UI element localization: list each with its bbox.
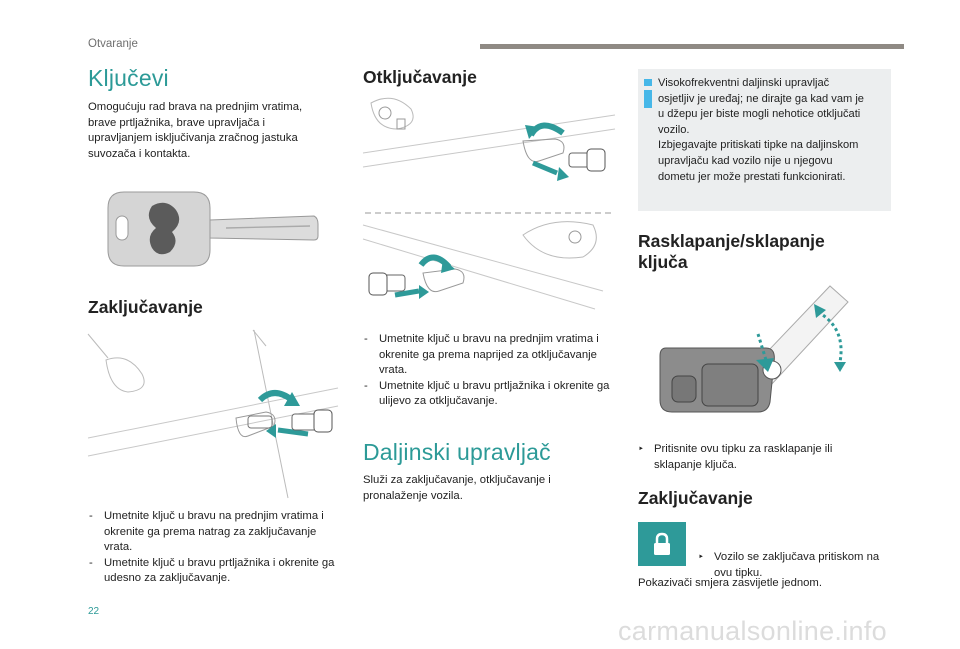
key-illustration — [107, 191, 319, 267]
remote-title: Daljinski upravljač — [363, 439, 551, 465]
watermark: carmanualsonline.info — [618, 616, 887, 646]
door-lock-illustration — [87, 329, 339, 499]
right-lock-heading: Zaključavanje — [638, 488, 753, 508]
left-lock-heading: Zaključavanje — [88, 297, 203, 317]
unlock-steps: Umetnite ključ u bravu na prednjim vrati… — [363, 332, 615, 410]
lock-step: Vozilo se zaključava pritiskom na ovu ti… — [698, 550, 894, 581]
unlock-heading: Otključavanje — [363, 67, 477, 87]
page-number: 22 — [88, 606, 100, 617]
unlock-illustration — [362, 97, 616, 310]
keys-title: Ključevi — [88, 65, 169, 91]
fold-step: Pritisnite ovu tipku za rasklapanje ili … — [638, 442, 858, 473]
remote-text: Služi za zaključavanje, otključavanje i … — [363, 474, 551, 502]
fold-heading: Rasklapanje/sklapanje ključa — [638, 231, 825, 272]
left-lock-steps: Umetnite ključ u bravu na prednjim vrati… — [88, 509, 340, 587]
list-item: Umetnite ključ u bravu na prednjim vrati… — [88, 509, 340, 556]
keys-intro: Omogućuju rad brava na prednjim vratima,… — [88, 101, 303, 160]
list-item: Umetnite ključ u bravu prtljažnika i okr… — [88, 556, 340, 587]
header-bar — [480, 44, 904, 49]
list-item: Umetnite ključ u bravu na prednjim vrati… — [363, 332, 615, 379]
list-item: Umetnite ključ u bravu prtljažnika i okr… — [363, 379, 615, 410]
info-icon — [644, 79, 652, 111]
info-text: Visokofrekventni daljinski upravljač osj… — [658, 77, 864, 183]
info-box: Visokofrekventni daljinski upravljač osj… — [638, 69, 891, 211]
indicator-text: Pokazivači smjera zasvijetle jednom. — [638, 577, 822, 589]
lock-button-icon — [638, 522, 686, 566]
section-title: Otvaranje — [88, 38, 138, 50]
remote-key-illustration — [659, 285, 849, 413]
